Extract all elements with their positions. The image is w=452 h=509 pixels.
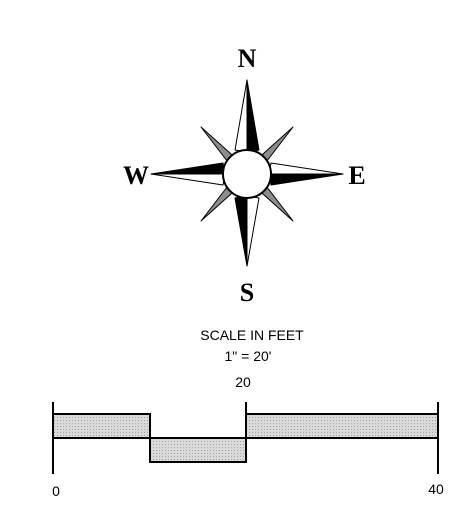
scale-segment-2 xyxy=(149,437,247,463)
scale-ratio: 1" = 20' xyxy=(225,348,272,364)
east-label: E xyxy=(348,161,365,190)
scale-segment-3 xyxy=(245,413,439,439)
west-point-light-half xyxy=(150,173,226,186)
cardinal-points xyxy=(150,79,344,267)
graphic-scale-bar: 0 20 40 xyxy=(52,374,444,499)
scale-title: SCALE IN FEET xyxy=(200,327,304,343)
scale-tick-label-0: 0 xyxy=(52,483,60,499)
west-label: W xyxy=(123,161,149,190)
scale-segment-1 xyxy=(52,413,151,439)
scale-tick-label-20: 20 xyxy=(235,374,251,390)
scale-tick-label-40: 40 xyxy=(428,481,444,497)
south-point-light-half xyxy=(246,195,260,267)
compass-rose-icon: N S E W xyxy=(123,44,366,307)
compass-center-ring xyxy=(222,149,272,199)
south-point-dark-half xyxy=(234,195,248,267)
north-point-light-half xyxy=(234,79,248,153)
east-point-dark-half xyxy=(268,173,344,186)
north-point-dark-half xyxy=(246,79,260,153)
west-point-dark-half xyxy=(150,162,226,175)
north-label: N xyxy=(238,44,257,73)
east-point-light-half xyxy=(268,162,344,175)
south-label: S xyxy=(240,278,254,307)
